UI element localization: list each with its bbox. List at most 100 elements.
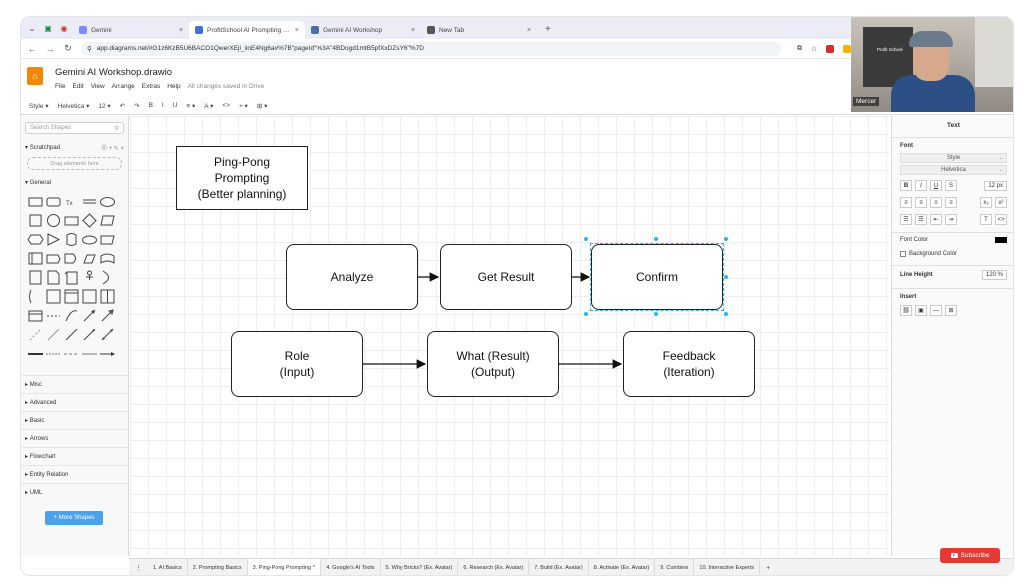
shape-template[interactable] xyxy=(27,231,44,249)
scratchpad-tools[interactable]: ⓪ + ✎ × xyxy=(100,146,124,152)
shape-template[interactable] xyxy=(45,326,62,344)
bold-button[interactable]: B xyxy=(900,180,912,191)
category-flowchart[interactable]: ▸ Flowchart xyxy=(21,447,128,465)
redo-button[interactable]: ↷ xyxy=(134,102,140,110)
shape-template[interactable] xyxy=(63,212,80,230)
category-entity-relation[interactable]: ▸ Entity Relation xyxy=(21,465,128,483)
shape-template[interactable] xyxy=(63,345,80,363)
saved-status[interactable]: All changes saved in Drive xyxy=(187,83,265,90)
page-tab[interactable]: 8. Activate (Ex. Avatar) xyxy=(589,559,656,575)
table-icon[interactable]: ⊞ xyxy=(945,305,957,316)
font-color-row[interactable]: Font Color xyxy=(892,233,1013,247)
browser-tab[interactable]: New Tab× xyxy=(421,21,537,39)
resize-handle[interactable] xyxy=(654,237,658,241)
diagram-canvas[interactable]: Ping-Pong Prompting (Better planning) An… xyxy=(130,116,890,556)
menu-item-file[interactable]: File xyxy=(55,83,66,90)
close-icon[interactable]: × xyxy=(526,26,531,34)
italic-button[interactable]: I xyxy=(161,102,164,109)
shape-template[interactable] xyxy=(63,326,80,344)
page-tab[interactable]: 1. AI Basics xyxy=(148,559,188,575)
browser-tab[interactable]: Gemini AI Workshop× xyxy=(305,21,421,39)
shape-template[interactable] xyxy=(99,326,116,344)
shape-template[interactable] xyxy=(27,193,44,211)
shape-template[interactable] xyxy=(99,288,116,306)
resize-handle[interactable] xyxy=(654,312,658,316)
italic-button[interactable]: I xyxy=(915,180,927,191)
bold-button[interactable]: B xyxy=(148,102,153,109)
page-tab[interactable]: 6. Research (Ex. Avatar) xyxy=(458,559,530,575)
shape-template[interactable] xyxy=(99,269,116,287)
format-panel-tab-text[interactable]: Text xyxy=(892,116,1013,138)
shape-template[interactable] xyxy=(81,345,98,363)
shape-template[interactable] xyxy=(27,326,44,344)
shape-template[interactable] xyxy=(99,212,116,230)
back-icon[interactable]: ← xyxy=(27,43,37,54)
superscript-button[interactable]: x² xyxy=(995,197,1007,208)
resize-handle[interactable] xyxy=(584,237,588,241)
font-size-field[interactable]: 12 px xyxy=(984,180,1007,191)
table-dropdown[interactable]: ⊞ ▾ xyxy=(256,102,268,110)
clear-format-icon[interactable]: T xyxy=(980,214,992,225)
install-icon[interactable]: ⧉ xyxy=(797,44,802,52)
more-shapes-button[interactable]: + More Shapes xyxy=(45,511,103,525)
shape-template[interactable] xyxy=(99,250,116,268)
shape-template[interactable] xyxy=(99,307,116,325)
search-icon[interactable]: ⚲ xyxy=(114,125,119,132)
outdent-icon[interactable]: ⇤ xyxy=(930,214,942,225)
category-basic[interactable]: ▸ Basic xyxy=(21,411,128,429)
title-box[interactable]: Ping-Pong Prompting (Better planning) xyxy=(176,146,308,210)
category-arrows[interactable]: ▸ Arrows xyxy=(21,429,128,447)
site-info-icon[interactable]: ⚲ xyxy=(87,45,92,53)
resize-handle[interactable] xyxy=(724,275,728,279)
underline-button[interactable]: U xyxy=(172,102,178,109)
justify-icon[interactable]: ≡ xyxy=(945,197,957,208)
align-center-icon[interactable]: ≡ xyxy=(915,197,927,208)
shape-template[interactable] xyxy=(27,345,44,363)
close-icon[interactable]: × xyxy=(178,26,183,34)
shape-template[interactable] xyxy=(45,231,62,249)
background-color-row[interactable]: Background Color xyxy=(892,247,1013,261)
line-height-field[interactable]: 120 % xyxy=(981,270,1007,280)
shape-template[interactable] xyxy=(81,231,98,249)
shape-template[interactable] xyxy=(27,212,44,230)
image-icon[interactable]: ▣ xyxy=(915,305,927,316)
shape-template[interactable] xyxy=(63,250,80,268)
shape-template[interactable] xyxy=(81,269,98,287)
font-color-dropdown[interactable]: A ▾ xyxy=(204,102,214,110)
page-tab[interactable]: 3. Ping-Pong Prompting ^ xyxy=(247,559,322,575)
scratchpad-header[interactable]: ▾ Scratchpad ⓪ + ✎ × xyxy=(25,145,124,152)
shape-template[interactable] xyxy=(45,307,62,325)
what-result-box[interactable]: What (Result) (Output) xyxy=(427,331,559,397)
shape-template[interactable] xyxy=(63,307,80,325)
forward-icon[interactable]: → xyxy=(45,43,55,54)
indent-icon[interactable]: ⇥ xyxy=(945,214,957,225)
search-shapes-input[interactable]: Search Shapes ⚲ xyxy=(25,122,124,134)
font-dropdown[interactable]: Helvetica ▾ xyxy=(57,102,90,110)
shape-template[interactable] xyxy=(63,231,80,249)
shape-template[interactable]: Tx xyxy=(63,193,80,211)
resize-handle[interactable] xyxy=(724,237,728,241)
shape-template[interactable] xyxy=(45,269,62,287)
menu-item-edit[interactable]: Edit xyxy=(72,83,84,90)
shape-template[interactable] xyxy=(45,345,62,363)
category-uml[interactable]: ▸ UML xyxy=(21,483,128,501)
font-size-dropdown[interactable]: 12 ▾ xyxy=(98,102,111,110)
confirm-box[interactable]: Confirm xyxy=(591,244,723,310)
link-icon[interactable]: ⛓ xyxy=(900,305,912,316)
font-color-swatch[interactable] xyxy=(995,237,1007,243)
shape-template[interactable] xyxy=(81,250,98,268)
background-color-checkbox[interactable] xyxy=(900,251,906,257)
style-select[interactable]: Style⌄ xyxy=(900,153,1007,163)
insert-dropdown[interactable]: + ▾ xyxy=(238,102,248,110)
browser-tab[interactable]: Gemini× xyxy=(73,21,189,39)
menu-item-arrange[interactable]: Arrange xyxy=(111,83,135,90)
close-icon[interactable]: × xyxy=(410,26,415,34)
shape-template[interactable] xyxy=(99,231,116,249)
analyze-box[interactable]: Analyze xyxy=(286,244,418,310)
shape-template[interactable] xyxy=(63,269,80,287)
close-icon[interactable]: × xyxy=(294,26,299,34)
scratchpad-drop-area[interactable]: Drag elements here xyxy=(27,157,122,170)
shape-template[interactable] xyxy=(45,193,62,211)
align-dropdown[interactable]: ≡ ▾ xyxy=(186,102,196,110)
resize-handle[interactable] xyxy=(584,312,588,316)
